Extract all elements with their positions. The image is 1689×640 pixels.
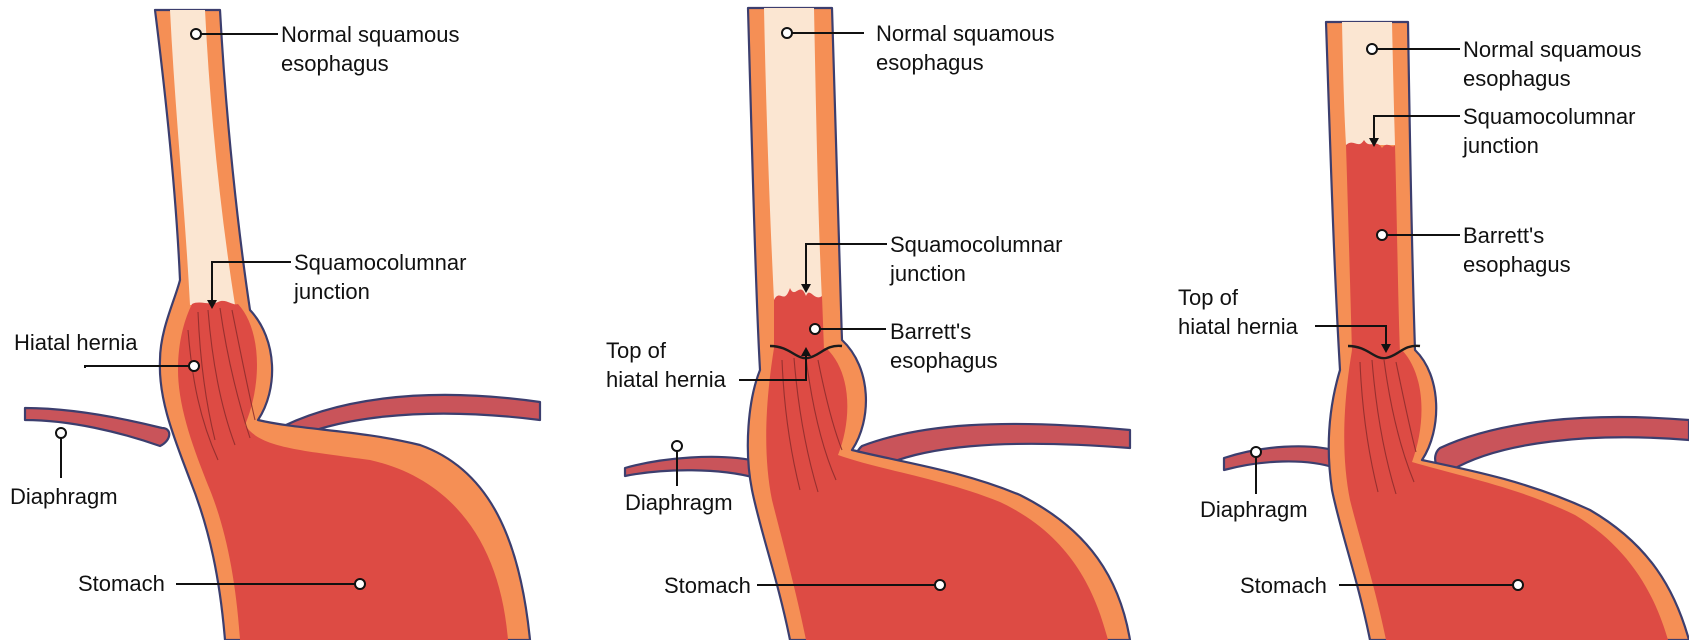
stomach-mucosa-2 <box>766 348 1108 640</box>
panel-3-stomach-label: Stomach <box>1240 573 1327 598</box>
panel-3-hiatal-top-label-line-2: hiatal hernia <box>1178 314 1299 339</box>
panel-1-normal-label-line-2: esophagus <box>281 51 389 76</box>
panel-2-barrett-label-line-2: esophagus <box>890 348 998 373</box>
panel-2-stomach-label: Stomach <box>664 573 751 598</box>
panel-1-stomach-label: Stomach <box>78 571 165 596</box>
panel-2-diaphragm-label: Diaphragm <box>625 490 733 515</box>
panel-2-junction-label-line-1: Squamocolumnar <box>890 232 1062 257</box>
panel-1-junction-label-line-2: junction <box>293 279 370 304</box>
panel-2 <box>625 8 1130 640</box>
panel-3-normal-label-line-1: Normal squamous <box>1463 37 1642 62</box>
panel-1-normal-label-line-1: Normal squamous <box>281 22 460 47</box>
panel-2-hiatal-top-label-line-1: Top of <box>606 338 667 363</box>
panel-3-diaphragm-label: Diaphragm <box>1200 497 1308 522</box>
diaphragm-left-1 <box>25 408 169 446</box>
stomach-mucosa-3 <box>1344 350 1668 640</box>
diaphragm-left-2 <box>625 457 767 478</box>
panel-2-normal-label-line-2: esophagus <box>876 50 984 75</box>
panel-2-barrett-label-line-1: Barrett's <box>890 319 971 344</box>
panel-2-junction-label-line-2: junction <box>889 261 966 286</box>
barrett-mucosa-2 <box>774 288 824 350</box>
panel-1-junction-label-line-1: Squamocolumnar <box>294 250 466 275</box>
diaphragm-right-3 <box>1435 417 1689 471</box>
panel-3-junction-label-line-1: Squamocolumnar <box>1463 104 1635 129</box>
panel-3-barrett-label-line-1: Barrett's <box>1463 223 1544 248</box>
panel-1-hiatal-hernia-label: Hiatal hernia <box>14 330 138 355</box>
barrett-mucosa-3 <box>1346 140 1400 352</box>
panel-3-normal-label-line-2: esophagus <box>1463 66 1571 91</box>
panel-2-hiatal-top-label-line-2: hiatal hernia <box>606 367 727 392</box>
panel-3-barrett-label-line-2: esophagus <box>1463 252 1571 277</box>
squamous-lumen-2 <box>764 8 822 300</box>
panel-3-junction-label-line-2: junction <box>1462 133 1539 158</box>
panel-1 <box>25 10 540 640</box>
panel-2-normal-label-line-1: Normal squamous <box>876 21 1055 46</box>
panel-3-hiatal-top-label-line-1: Top of <box>1178 285 1239 310</box>
squamous-lumen-3 <box>1342 22 1395 145</box>
panel-1-diaphragm-label: Diaphragm <box>10 484 118 509</box>
